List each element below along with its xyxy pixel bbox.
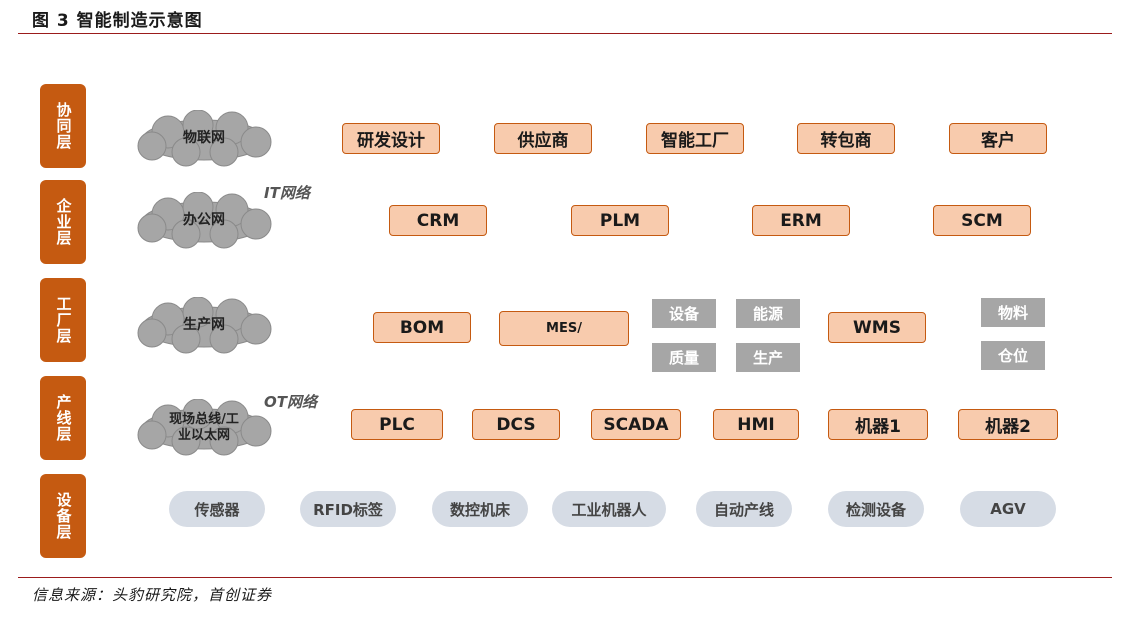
box-plm: PLM <box>571 205 669 236</box>
box-subcontractor: 转包商 <box>797 123 895 154</box>
layer-collab: 协同层 <box>40 84 86 168</box>
gray-location: 仓位 <box>981 341 1045 370</box>
box-scm: SCM <box>933 205 1031 236</box>
gray-quality: 质量 <box>652 343 716 372</box>
box-dcs: DCS <box>472 409 560 440</box>
source-note: 信息来源：头豹研究院，首创证券 <box>32 586 273 604</box>
box-hmi: HMI <box>713 409 799 440</box>
box-machine-2: 机器2 <box>958 409 1058 440</box>
box-wms: WMS <box>828 312 926 343</box>
pill-auto-line: 自动产线 <box>696 491 792 527</box>
box-scada: SCADA <box>591 409 681 440</box>
pill-agv: AGV <box>960 491 1056 527</box>
cloud-iot: 物联网 <box>128 110 280 168</box>
cloud-fieldbus: 现场总线/工业以太网 <box>128 399 280 457</box>
pill-sensor: 传感器 <box>169 491 265 527</box>
box-customer: 客户 <box>949 123 1047 154</box>
cloud-office: 办公网 <box>128 192 280 250</box>
box-machine-1: 机器1 <box>828 409 928 440</box>
figure-title: 图 3 智能制造示意图 <box>32 11 203 31</box>
bottom-rule <box>18 577 1112 578</box>
box-crm: CRM <box>389 205 487 236</box>
layer-device: 设备层 <box>40 474 86 558</box>
gray-energy: 能源 <box>736 299 800 328</box>
gray-material: 物料 <box>981 298 1045 327</box>
pill-cnc: 数控机床 <box>432 491 528 527</box>
gray-production: 生产 <box>736 343 800 372</box>
box-plc: PLC <box>351 409 443 440</box>
box-erm: ERM <box>752 205 850 236</box>
ot-network-label: OT网络 <box>264 393 317 411</box>
layer-factory: 工厂层 <box>40 278 86 362</box>
layer-enterprise: 企业层 <box>40 180 86 264</box>
box-rd-design: 研发设计 <box>342 123 440 154</box>
pill-robot: 工业机器人 <box>552 491 666 527</box>
box-supplier: 供应商 <box>494 123 592 154</box>
box-smart-factory: 智能工厂 <box>646 123 744 154</box>
box-bom: BOM <box>373 312 471 343</box>
gray-equipment: 设备 <box>652 299 716 328</box>
pill-rfid: RFID标签 <box>300 491 396 527</box>
it-network-label: IT网络 <box>264 184 310 202</box>
pill-inspection: 检测设备 <box>828 491 924 527</box>
layer-line: 产线层 <box>40 376 86 460</box>
cloud-production: 生产网 <box>128 297 280 355</box>
top-rule <box>18 33 1112 34</box>
box-mes: MES/ <box>499 311 629 346</box>
